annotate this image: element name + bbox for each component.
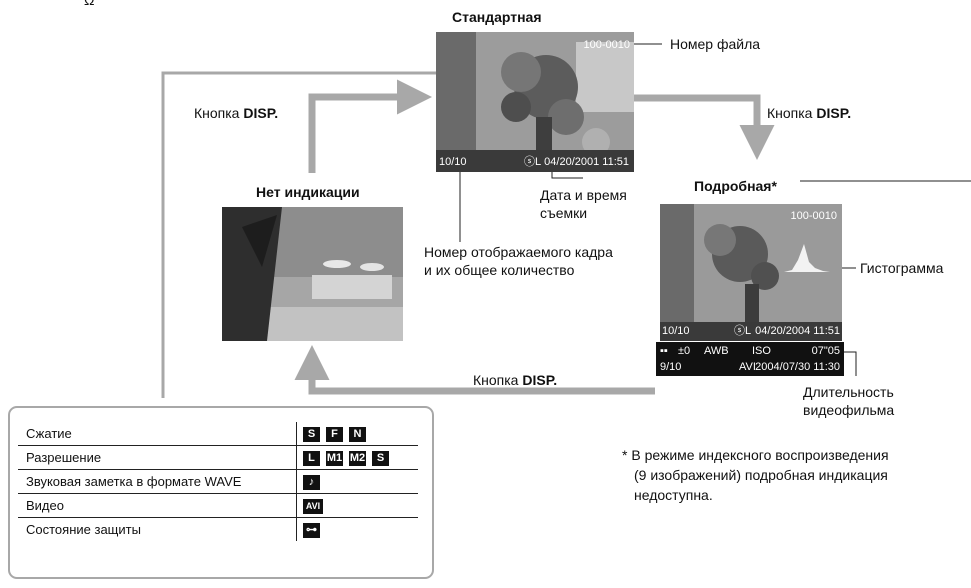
protect-key-icon: ⊶ [303, 522, 320, 538]
detailed-datetime: 04/20/2004 11:51 [755, 325, 840, 337]
detailed-info-strip: ▪▪ ±0 AWB ISO 07"05 9/10 AVI 2004/07/30 … [656, 342, 844, 376]
disp-label-right: Кнопка DISP. [767, 104, 851, 122]
small-icon: S [372, 450, 389, 466]
leader-duration [842, 351, 857, 376]
top-fragment: Ω [84, 0, 95, 8]
photo-standard: 100-0010 10/10 ⓢL 04/20/2001 11:51 [436, 32, 634, 172]
legend-icons: L M1 M2 S [296, 445, 418, 470]
quality-indicator: ⓢL [524, 156, 542, 168]
disp-name: DISP. [243, 105, 279, 121]
disp-label-bottom: Кнопка DISP. [473, 371, 557, 389]
legend-icons: AVI [296, 493, 418, 518]
strip-exposure: ±0 [678, 345, 691, 357]
normal-icon: N [349, 426, 366, 442]
annotation-frame-2: и их общее количество [424, 262, 575, 278]
leader-date [551, 172, 583, 179]
flower-illustration [436, 32, 634, 172]
footnote-line-2: (9 изображений) подробная индикация [634, 467, 888, 483]
legend-row-protection: Состояние защиты ⊶ [18, 517, 418, 541]
annotation-file-number: Номер файла [670, 36, 761, 52]
annotation-date-1: Дата и время [540, 187, 627, 203]
disp-prefix: Кнопка [194, 105, 240, 121]
legend-row-resolution: Разрешение L M1 M2 S [18, 445, 418, 470]
photo-no-display [222, 207, 403, 341]
disp-prefix: Кнопка [767, 105, 813, 121]
legend-icons: ♪ [296, 469, 418, 494]
frame-counter: 10/10 [439, 156, 467, 168]
arrow-standard-to-detailed [588, 94, 775, 160]
arrow-none-to-standard [308, 79, 432, 173]
legend-icons: ⊶ [296, 517, 418, 541]
file-number: 100-0010 [583, 39, 631, 51]
datetime: 04/20/2001 11:51 [544, 156, 629, 168]
detailed-file-number: 100-0010 [790, 210, 838, 222]
legend-label: Состояние защиты [26, 522, 141, 537]
arrow-detailed-to-none [294, 345, 655, 395]
footnote-line-1: * В режиме индексного воспроизведения [622, 447, 889, 463]
strip-duration: 07"05 [811, 345, 840, 357]
strip-avi: AVI [739, 361, 756, 373]
annotation-date-2: съемки [540, 205, 588, 221]
medium1-icon: M1 [326, 450, 343, 466]
disp-name: DISP. [816, 105, 852, 121]
legend-label: Сжатие [18, 422, 297, 446]
legend-label: Звуковая заметка в формате WAVE [18, 469, 297, 494]
avi-icon: AVI [303, 498, 323, 514]
detailed-frame-counter: 10/10 [662, 325, 690, 337]
legend-row-video: Видео AVI [18, 493, 418, 518]
title-no-display: Нет индикации [256, 184, 360, 200]
flower-histogram-illustration [660, 204, 842, 341]
large-icon: L [303, 450, 320, 466]
strip-wb: AWB [704, 345, 729, 357]
title-detailed: Подробная* [694, 178, 777, 194]
medium2-icon: M2 [349, 450, 366, 466]
strip-frame: 9/10 [660, 361, 682, 373]
legend-label: Разрешение [18, 445, 297, 470]
disp-name: DISP. [522, 372, 558, 388]
fine-icon: F [326, 426, 343, 442]
legend-label: Видео [18, 493, 297, 518]
superfine-icon: S [303, 426, 320, 442]
footnote-line-3: недоступна. [634, 487, 713, 503]
disp-label-left: Кнопка DISP. [194, 104, 278, 122]
title-standard: Стандартная [452, 9, 542, 25]
disp-prefix: Кнопка [473, 372, 519, 388]
annotation-duration-2: видеофильма [803, 402, 895, 418]
strip-datetime: 2004/07/30 11:30 [755, 361, 840, 373]
beach-illustration [222, 207, 403, 341]
photo-detailed: 100-0010 10/10 ⓢL 04/20/2004 11:51 [660, 204, 842, 341]
frame-line [161, 71, 436, 398]
strip-movie-icon: ▪▪ [660, 345, 668, 357]
annotation-frame-1: Номер отображаемого кадра [424, 244, 613, 260]
detailed-quality: ⓢL [734, 325, 752, 337]
legend-row-sound-memo: Звуковая заметка в формате WAVE ♪ [18, 469, 418, 494]
annotation-duration-1: Длительность [803, 384, 894, 400]
sound-memo-icon: ♪ [303, 474, 320, 490]
annotation-histogram: Гистограмма [860, 260, 944, 276]
strip-iso: ISO [752, 345, 771, 357]
